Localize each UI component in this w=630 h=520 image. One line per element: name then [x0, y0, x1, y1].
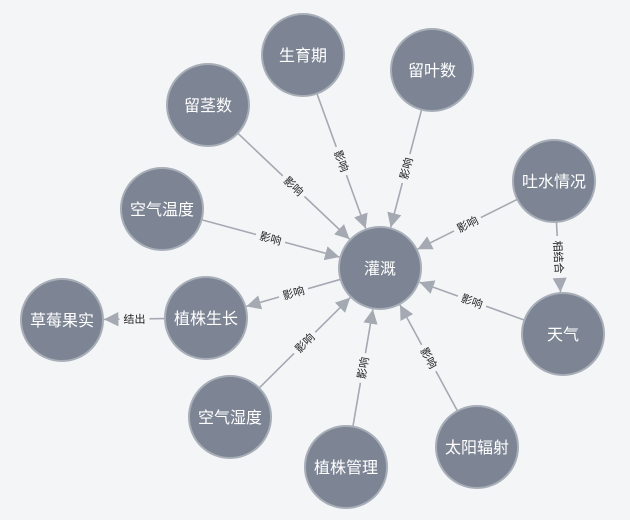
node-zhizhuguanli[interactable]: 植株管理	[304, 425, 388, 509]
node-zhizhu[interactable]: 植株生长	[164, 276, 248, 360]
node-label: 天气	[547, 325, 579, 344]
node-label: 草莓果实	[30, 311, 94, 330]
node-circle	[521, 292, 605, 376]
node-circle	[512, 139, 596, 223]
edge-label: 相结合	[551, 240, 567, 274]
edge-label-group: 相结合	[549, 235, 568, 279]
edge-label: 影响	[331, 149, 351, 174]
node-label: 灌溉	[364, 259, 396, 278]
edge-label-group: 影响	[394, 151, 418, 186]
edge-label-group: 影响	[328, 144, 354, 178]
edge-label-bg	[119, 310, 150, 328]
node-tushui[interactable]: 吐水情况	[512, 139, 596, 223]
edge-liuyeshu-center: 影响	[387, 109, 423, 228]
edge-kongqishidu-center: 影响	[258, 297, 351, 389]
edge-label: 影响	[281, 284, 306, 303]
edge-label-bg	[450, 210, 485, 239]
node-circle	[261, 13, 345, 97]
edge-label: 影响	[398, 156, 416, 181]
edge-label-group: 影响	[276, 281, 311, 305]
edge-label-bg	[288, 326, 321, 360]
node-label: 留茎数	[184, 96, 232, 115]
node-label: 生育期	[279, 46, 327, 65]
edge-label-group: 影响	[414, 340, 443, 375]
node-circle	[120, 167, 204, 251]
node-label: 吐水情况	[522, 172, 586, 191]
edge-center-zhizhu: 影响	[246, 278, 341, 310]
edge-label-group: 影响	[455, 288, 489, 314]
node-taiyang[interactable]: 太阳辐射	[435, 405, 519, 489]
edge-label-bg	[328, 144, 354, 178]
edge-label-bg	[276, 281, 311, 305]
node-circle	[166, 63, 250, 147]
edge-kongqiwendu-center: 影响	[201, 218, 340, 261]
node-label: 太阳辐射	[445, 438, 509, 457]
edge-label-group: 影响	[352, 351, 374, 385]
edge-taiyang-center: 影响	[399, 304, 459, 412]
edge-shengyuqi-center: 影响	[316, 93, 368, 229]
edge-label-bg	[414, 340, 443, 375]
edge-zhizhuguanli-center: 影响	[352, 309, 378, 427]
edges-layer: 影响影响影响影响影响影响影响结出影响影响影响相结合	[103, 93, 568, 427]
node-liujingshu[interactable]: 留茎数	[166, 63, 250, 147]
edge-liujingshu-center: 影响	[237, 132, 351, 240]
node-caomei[interactable]: 草莓果实	[20, 278, 104, 362]
edge-label-bg	[549, 235, 568, 279]
node-shengyuqi[interactable]: 生育期	[261, 13, 345, 97]
edge-tushui-center: 影响	[417, 198, 518, 250]
node-label: 空气湿度	[198, 408, 262, 427]
edge-zhizhu-caomei: 结出	[103, 310, 166, 328]
edge-label: 影响	[258, 230, 283, 248]
node-kongqiwendu[interactable]: 空气温度	[120, 167, 204, 251]
node-kongqishidu[interactable]: 空气湿度	[188, 375, 272, 459]
edge-tushui-tianqi: 相结合	[549, 221, 568, 293]
node-label: 植株生长	[174, 309, 238, 328]
edge-label-bg	[277, 170, 311, 203]
node-label: 空气温度	[130, 200, 194, 219]
edge-tianqi-center: 影响	[419, 280, 525, 321]
node-circle	[435, 405, 519, 489]
node-circle	[20, 278, 104, 362]
node-circle	[390, 28, 474, 112]
edge-label-bg	[394, 151, 418, 186]
edge-label: 结出	[123, 312, 145, 326]
node-circle	[164, 276, 248, 360]
edge-label: 影响	[355, 356, 372, 380]
edge-label-bg	[253, 226, 288, 251]
node-label: 留叶数	[408, 61, 456, 80]
edge-label-bg	[455, 288, 489, 314]
node-label: 植株管理	[314, 458, 378, 477]
node-circle	[188, 375, 272, 459]
edge-label-group: 影响	[253, 226, 288, 251]
node-circle	[304, 425, 388, 509]
node-tianqi[interactable]: 天气	[521, 292, 605, 376]
node-liuyeshu[interactable]: 留叶数	[390, 28, 474, 112]
node-circle	[338, 226, 422, 310]
edge-label-group: 结出	[119, 310, 150, 328]
edge-label-bg	[352, 351, 374, 385]
edge-label-group: 影响	[450, 210, 485, 239]
edge-label: 影响	[459, 292, 484, 312]
node-center[interactable]: 灌溉	[338, 226, 422, 310]
